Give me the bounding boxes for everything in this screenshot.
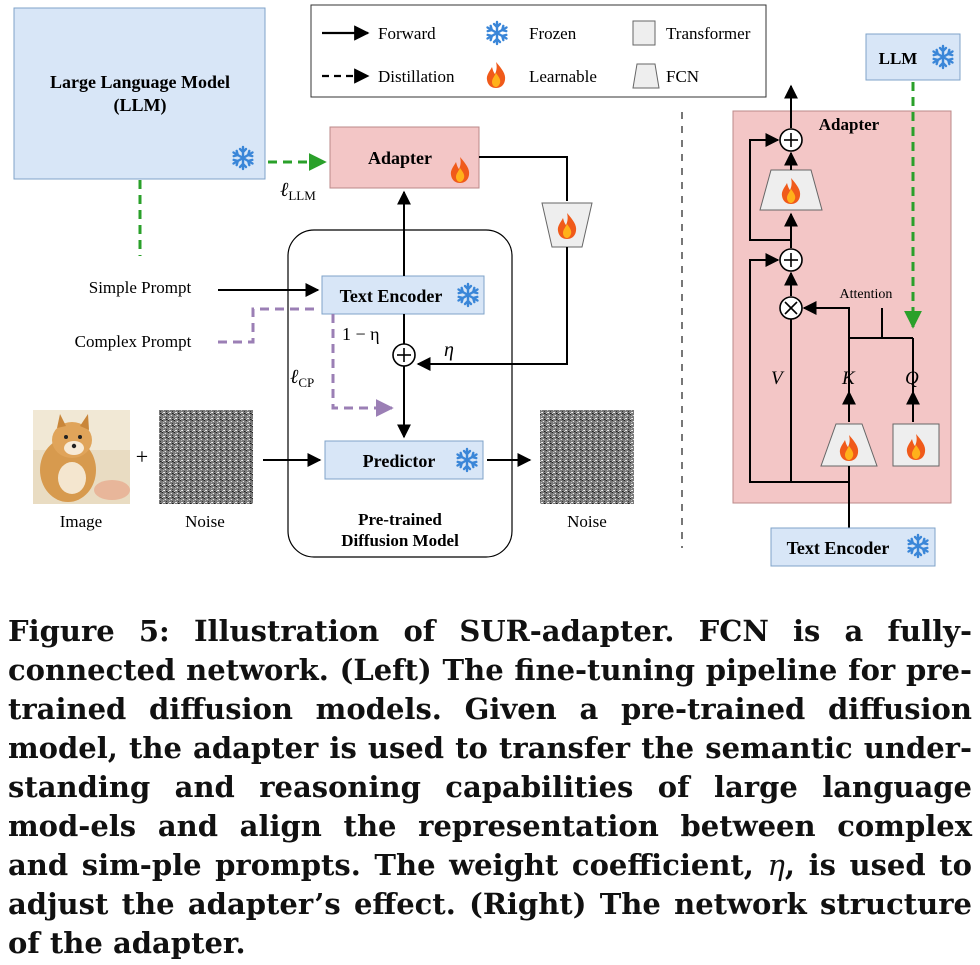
noise-output-label: Noise — [567, 512, 607, 531]
dog-image — [33, 410, 130, 504]
v-label: V — [771, 368, 785, 389]
one-minus-eta-label: 1 − η — [342, 324, 380, 344]
pretrained-label-line1: Pre-trained — [358, 510, 442, 529]
residual-top — [749, 133, 791, 241]
caption-sentence2: , is used to adjust the adapter’s effect… — [8, 848, 972, 960]
attention-arrow — [802, 301, 850, 338]
complex-prompt-dashed — [218, 307, 318, 344]
pretrained-diffusion-box — [287, 229, 513, 558]
loss-llm-label: ℓLLM — [280, 179, 316, 203]
adapter-label: Adapter — [368, 148, 432, 168]
caption-eta: η — [767, 848, 785, 882]
pretrained-label-line2: Diffusion Model — [341, 531, 459, 550]
simple-prompt-label: Simple Prompt — [89, 278, 192, 297]
legend-transformer-label: Transformer — [666, 24, 751, 43]
complex-prompt-label: Complex Prompt — [75, 332, 192, 351]
text-encoder-label: Text Encoder — [340, 286, 443, 306]
sur-adapter-diagram: Forward Distillation Frozen Learnable Tr… — [13, 4, 961, 567]
llm-title-line2: (LLM) — [114, 95, 167, 116]
llm-box — [13, 7, 266, 180]
eta-arrow — [416, 247, 568, 371]
image-label: Image — [60, 512, 102, 531]
eta-label: η — [444, 339, 454, 361]
cp-distill-arrow — [331, 314, 394, 417]
llm-small-label: LLM — [879, 49, 918, 68]
text-encoder-right-label: Text Encoder — [787, 538, 890, 558]
legend-forward-label: Forward — [378, 24, 436, 43]
legend-distillation-label: Distillation — [378, 67, 455, 86]
attention-label: Attention — [840, 287, 893, 302]
noise-output-image — [540, 410, 634, 504]
noise-input-label: Noise — [185, 512, 225, 531]
k-label: K — [841, 368, 856, 389]
llm-title-line1: Large Language Model — [50, 72, 230, 92]
noise-input-image — [159, 410, 253, 504]
legend: Forward Distillation Frozen Learnable Tr… — [310, 4, 767, 98]
legend-frozen-label: Frozen — [529, 24, 577, 43]
adapter-detail-title: Adapter — [819, 115, 880, 134]
transformer-swatch — [632, 20, 656, 46]
adapter-output-line — [479, 156, 568, 201]
plus-sign: + — [136, 444, 148, 469]
predictor-box — [324, 440, 484, 480]
loss-cp-label: ℓCP — [290, 366, 314, 390]
caption-figure-label: Figure 5: — [8, 614, 170, 648]
legend-fcn-label: FCN — [666, 67, 699, 86]
caption-sentence1: Illustration of SUR-adapter. FCN is a fu… — [8, 614, 972, 882]
legend-learnable-label: Learnable — [529, 67, 597, 86]
predictor-label: Predictor — [363, 451, 436, 471]
fcn-swatch — [632, 63, 660, 89]
residual-middle — [749, 253, 791, 483]
text-encoder-right-box — [770, 527, 936, 567]
q-label: Q — [905, 368, 919, 389]
figure-caption: Figure 5: Illustration of SUR-adapter. F… — [8, 612, 972, 963]
